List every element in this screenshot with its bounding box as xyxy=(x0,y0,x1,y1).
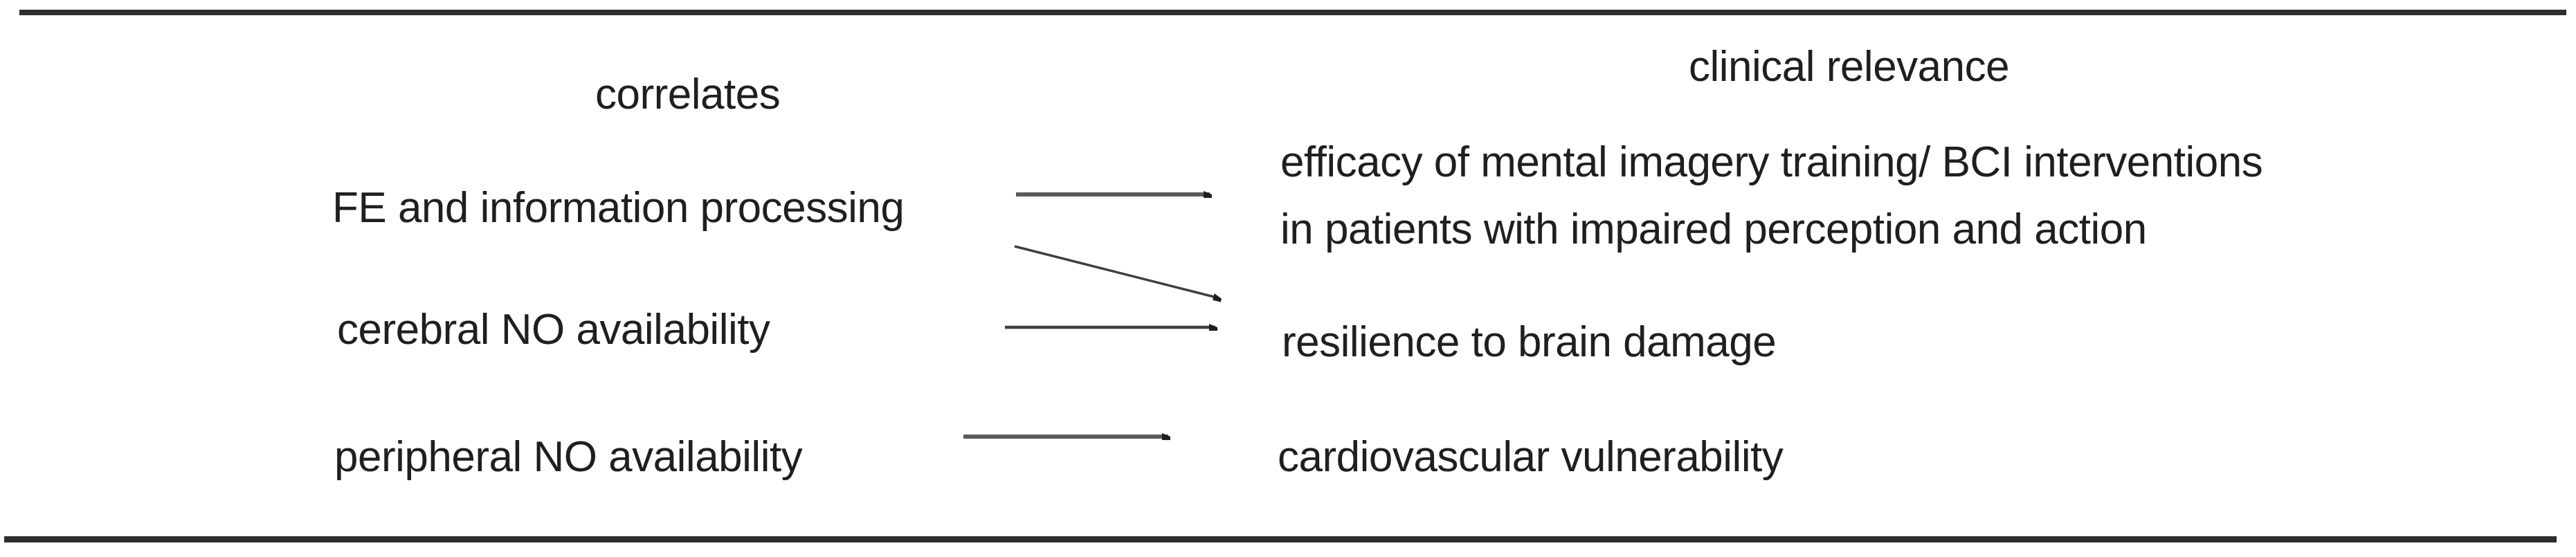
relevance-mental-imagery-bci: efficacy of mental imagery training/ BCI… xyxy=(1280,129,2263,263)
relevance-mental-imagery-bci-line1: efficacy of mental imagery training/ BCI… xyxy=(1280,138,2263,186)
relevance-mental-imagery-bci-line2: in patients with impaired perception and… xyxy=(1280,206,2147,253)
correlate-cerebral-no-availability: cerebral NO availability xyxy=(337,306,770,354)
top-border-rule xyxy=(19,10,2566,15)
column-header-correlates: correlates xyxy=(595,71,781,118)
relevance-resilience-brain-damage: resilience to brain damage xyxy=(1282,318,1777,366)
arrow-fe-to-resilience xyxy=(1014,245,1219,298)
correlate-fe-information-processing: FE and information processing xyxy=(332,184,905,232)
correlate-peripheral-no-availability: peripheral NO availability xyxy=(334,433,803,481)
bottom-border-rule xyxy=(4,536,2557,542)
column-header-clinical-relevance: clinical relevance xyxy=(1689,43,2010,91)
relevance-cardiovascular-vulnerability: cardiovascular vulnerability xyxy=(1278,433,1784,481)
